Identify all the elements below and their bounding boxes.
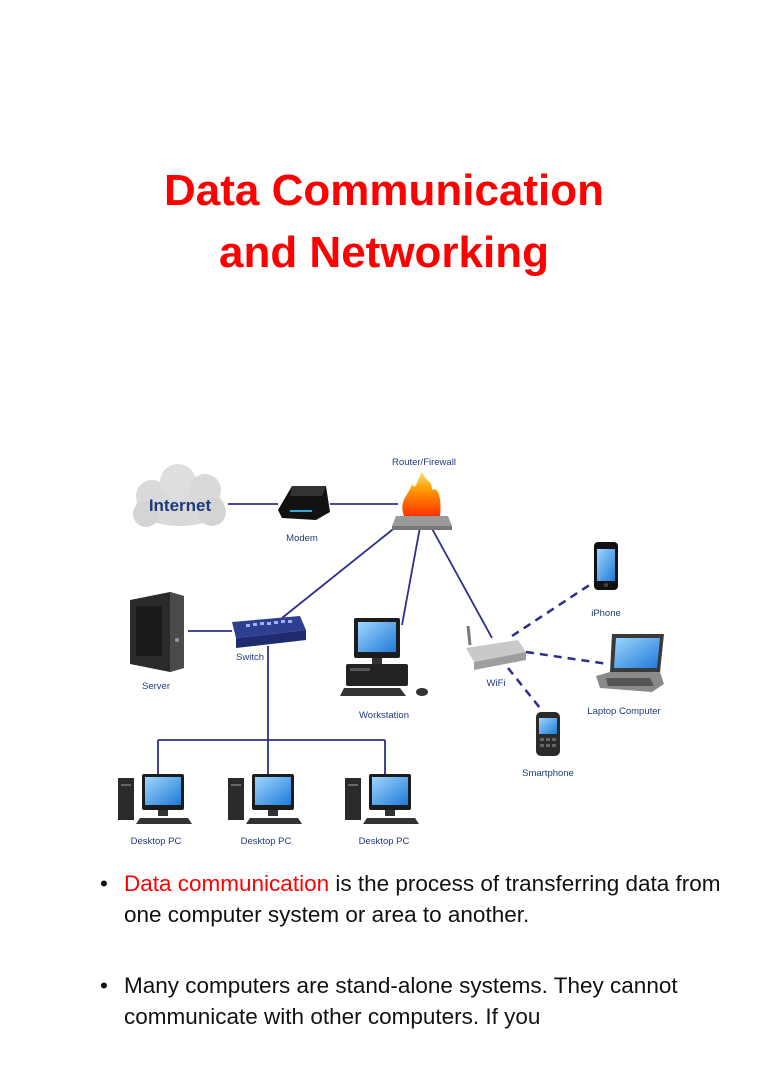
smartphone-icon bbox=[536, 712, 560, 756]
page-title: Data Communication and Networking bbox=[0, 160, 768, 284]
server-icon bbox=[130, 592, 184, 672]
link-router-wifi bbox=[429, 524, 493, 639]
bullet-1-highlight: Data communication bbox=[124, 871, 330, 896]
network-diagram: Internet Modem Router/Firewall Server Sw… bbox=[118, 457, 664, 847]
title-line-1: Data Communication bbox=[163, 166, 605, 215]
wireless-links bbox=[507, 580, 609, 709]
firewall-icon bbox=[392, 472, 452, 530]
desktop-pc-3-label: Desktop PC bbox=[359, 836, 410, 847]
bullet-dot: • bbox=[100, 973, 108, 998]
workstation-icon bbox=[340, 618, 428, 696]
wifi-label: WiFi bbox=[487, 678, 506, 689]
desktop-pc-1-icon bbox=[118, 774, 192, 824]
bullet-item-2: • Many computers are stand-alone systems… bbox=[100, 970, 740, 1032]
modem-icon bbox=[278, 486, 330, 520]
link-router-workstation bbox=[401, 526, 421, 626]
desktop-pc-2-label: Desktop PC bbox=[241, 836, 292, 847]
wireless-laptop bbox=[525, 650, 609, 666]
switch-label: Switch bbox=[236, 652, 264, 663]
router-label: Router/Firewall bbox=[392, 457, 456, 468]
bullet-1-text: is the process of transferring data from… bbox=[124, 871, 721, 927]
wifi-router-icon bbox=[466, 625, 526, 670]
link-router-switch bbox=[281, 521, 403, 619]
internet-cloud: Internet bbox=[133, 464, 226, 527]
iphone-label: iPhone bbox=[591, 608, 621, 619]
bullet-list: • Data communication is the process of t… bbox=[100, 868, 740, 1072]
connection-lines bbox=[157, 503, 493, 775]
bullet-2-text: Many computers are stand-alone systems. … bbox=[124, 973, 678, 1029]
internet-label: Internet bbox=[149, 496, 212, 515]
bullet-item-1: • Data communication is the process of t… bbox=[100, 868, 740, 930]
wireless-smartphone bbox=[507, 667, 541, 709]
title-line-2: and Networking bbox=[218, 228, 550, 277]
laptop-icon bbox=[596, 634, 664, 692]
server-label: Server bbox=[142, 681, 170, 692]
modem-label: Modem bbox=[286, 533, 318, 544]
iphone-icon bbox=[594, 542, 618, 590]
desktop-pc-3-icon bbox=[345, 774, 419, 824]
wireless-iphone bbox=[511, 580, 595, 638]
smartphone-label: Smartphone bbox=[522, 768, 574, 779]
switch-icon bbox=[232, 616, 306, 648]
workstation-label: Workstation bbox=[359, 710, 409, 721]
laptop-label: Laptop Computer bbox=[587, 706, 660, 717]
bullet-dot: • bbox=[100, 871, 108, 896]
desktop-pc-2-icon bbox=[228, 774, 302, 824]
desktop-pc-1-label: Desktop PC bbox=[131, 836, 182, 847]
